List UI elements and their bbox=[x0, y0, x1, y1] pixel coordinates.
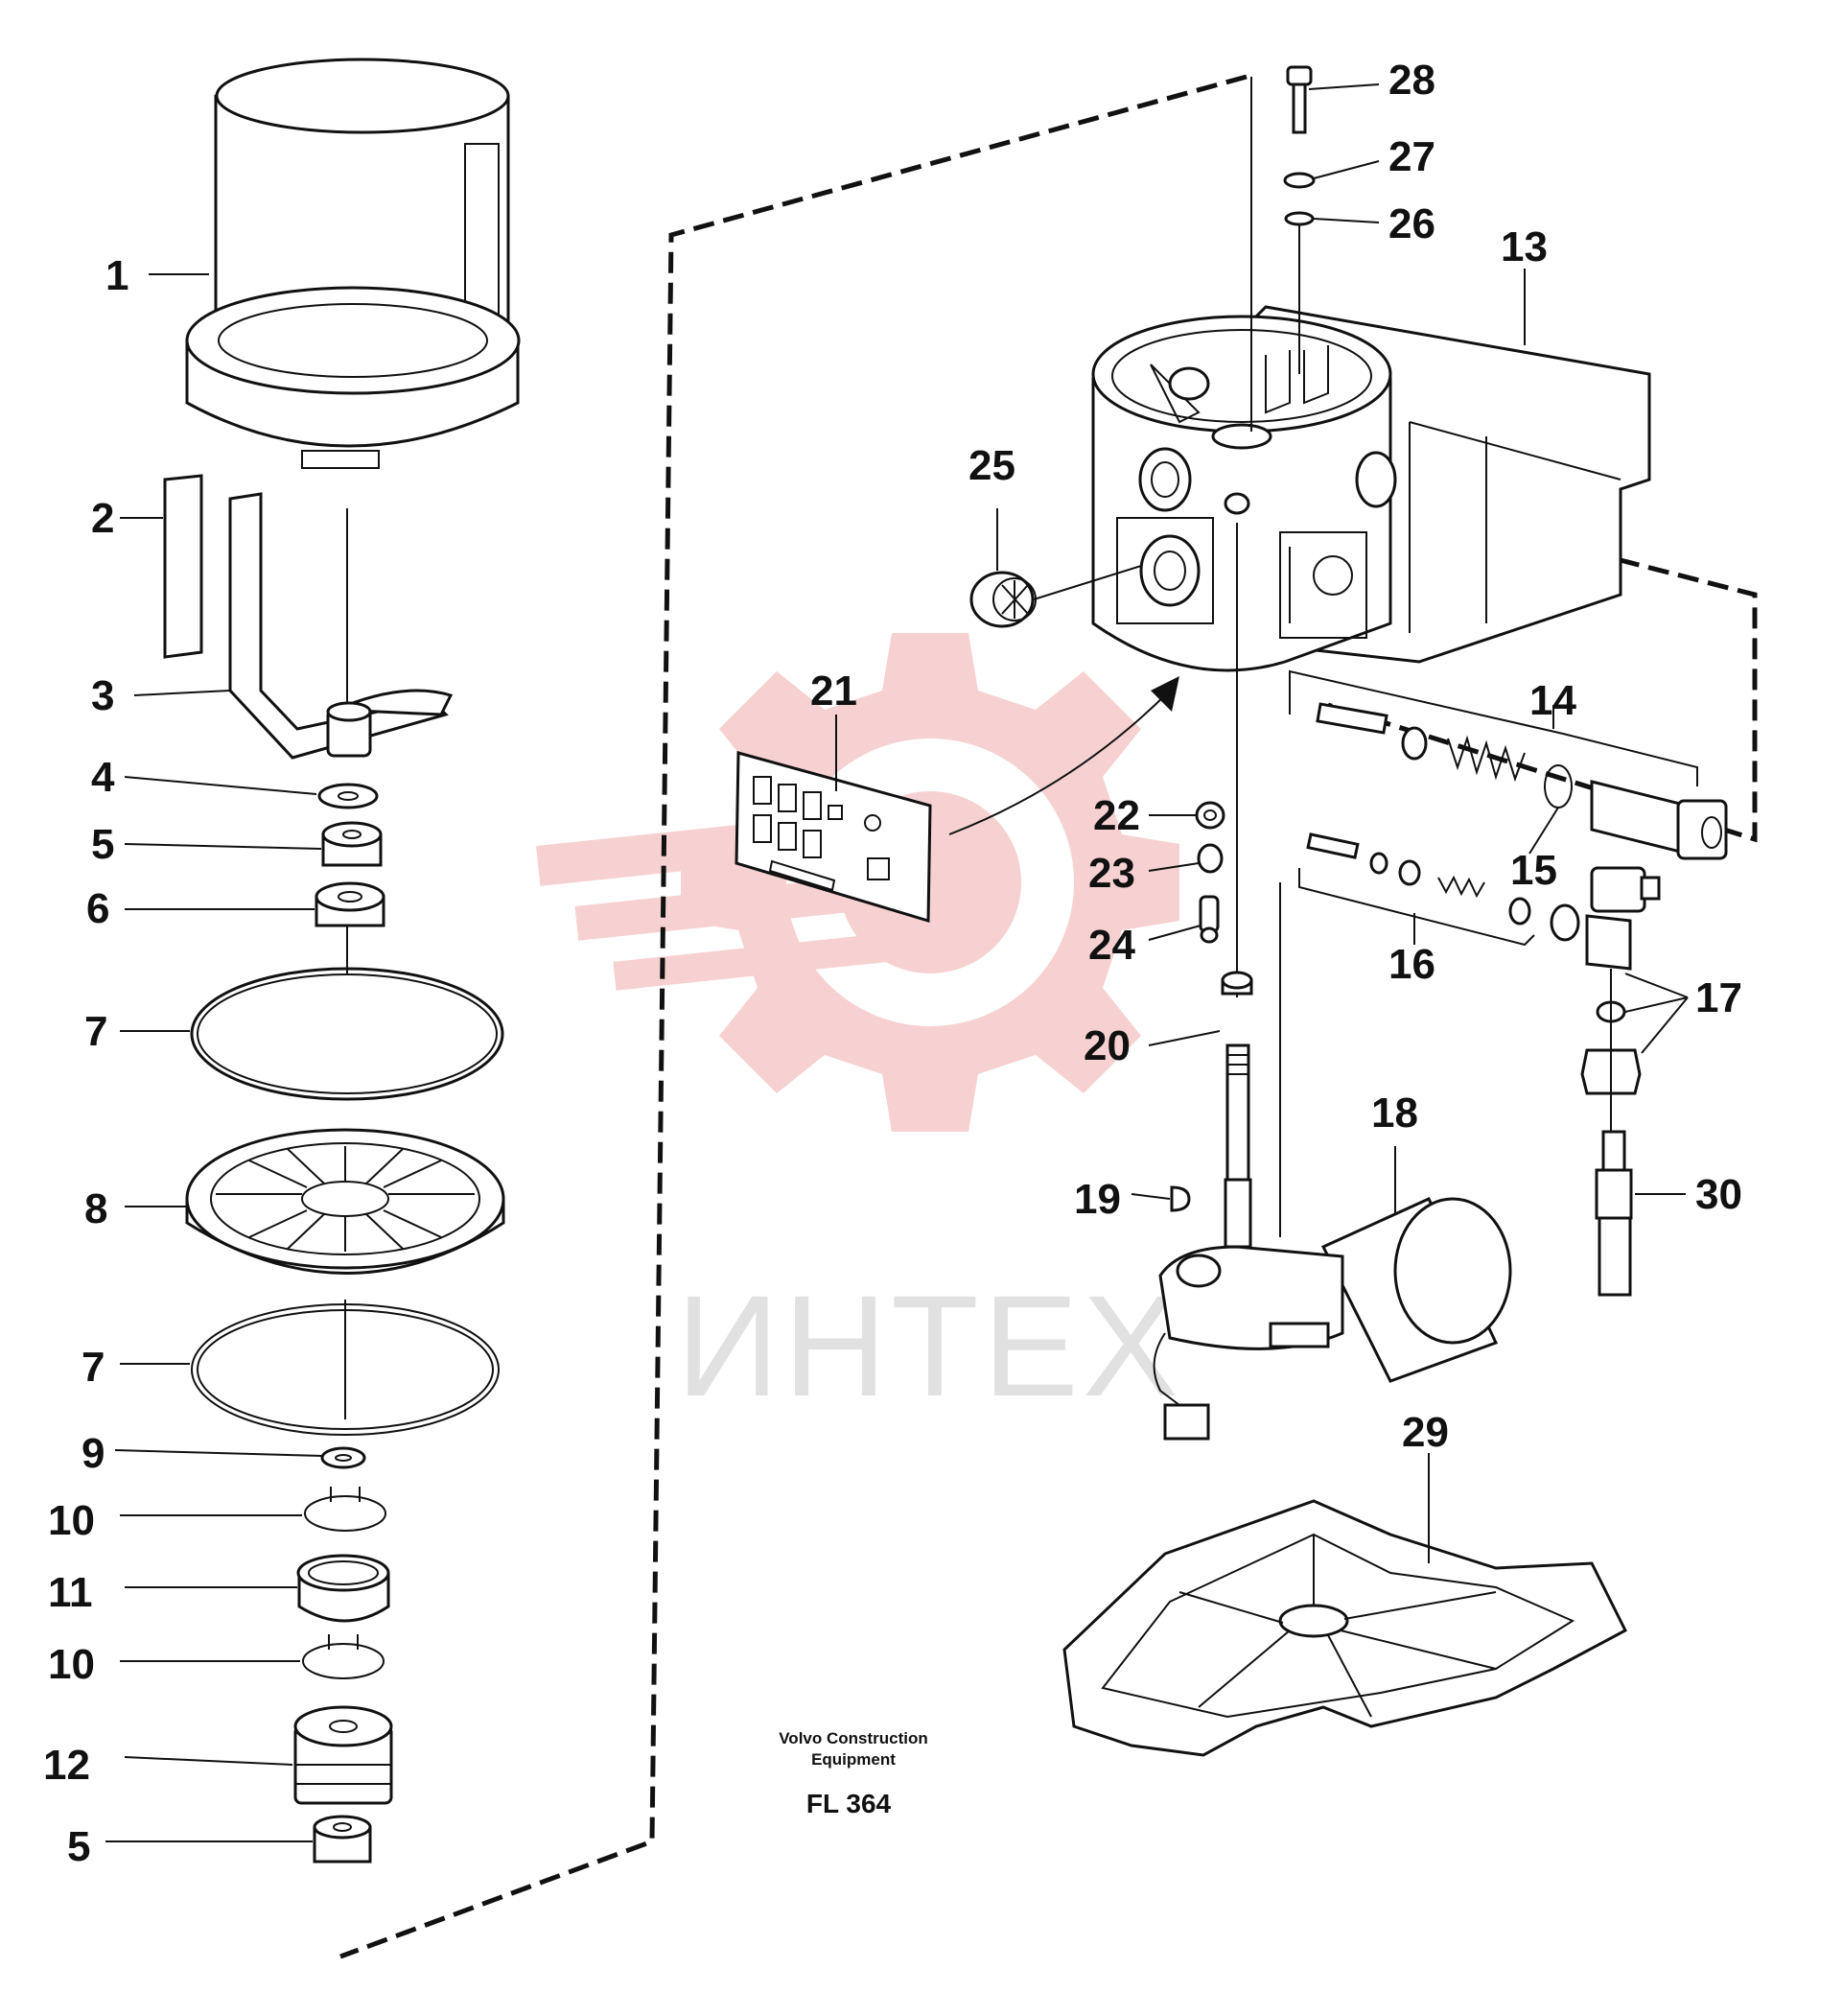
part-29-base-plate bbox=[1062, 1499, 1627, 1757]
leader-19 bbox=[1131, 1193, 1171, 1200]
part-5-bushing-upper bbox=[321, 821, 383, 867]
callout-11: 11 bbox=[48, 1569, 93, 1616]
leader-24 bbox=[1148, 925, 1201, 941]
leader-4 bbox=[124, 776, 317, 795]
part-20-nut bbox=[1221, 971, 1253, 996]
bracket-14 bbox=[1289, 669, 1698, 786]
part-22-seal bbox=[1195, 801, 1225, 830]
callout-13: 13 bbox=[1501, 223, 1548, 270]
part-10-circlip-lower bbox=[302, 1634, 385, 1679]
part-7-o-ring-upper bbox=[190, 967, 504, 1101]
callout-3: 3 bbox=[91, 672, 114, 719]
part-24-valve-body bbox=[1199, 895, 1220, 944]
part-3-stirring-paddle bbox=[228, 492, 454, 760]
callout-22: 22 bbox=[1093, 792, 1140, 839]
bracket-16 bbox=[1298, 868, 1535, 947]
callout-17: 17 bbox=[1695, 974, 1742, 1021]
callout-1: 1 bbox=[105, 252, 128, 299]
part-11-sleeve bbox=[296, 1554, 390, 1623]
plug-axis bbox=[1033, 565, 1142, 600]
part-13-pump-housing bbox=[1091, 305, 1651, 672]
part-28-screw bbox=[1286, 65, 1313, 134]
part-5-bushing-lower bbox=[313, 1815, 372, 1864]
part-4-washer bbox=[317, 783, 379, 809]
callout-28: 28 bbox=[1388, 57, 1435, 104]
part-23-valve-seat bbox=[1197, 843, 1224, 874]
part-25-plug bbox=[969, 571, 1037, 628]
callout-23: 23 bbox=[1088, 850, 1135, 897]
callout-5-lower: 5 bbox=[67, 1823, 90, 1870]
callout-25: 25 bbox=[968, 442, 1015, 489]
company-name-line2: Equipment bbox=[811, 1750, 896, 1769]
leader-27 bbox=[1313, 160, 1380, 179]
callout-29: 29 bbox=[1402, 1409, 1449, 1456]
callout-19: 19 bbox=[1074, 1176, 1121, 1223]
callout-24: 24 bbox=[1088, 922, 1135, 969]
callout-5-upper: 5 bbox=[91, 821, 114, 868]
callout-4: 4 bbox=[91, 754, 115, 801]
part-6-bearing bbox=[315, 881, 385, 927]
callout-6: 6 bbox=[86, 885, 109, 932]
callout-7-lower: 7 bbox=[82, 1344, 105, 1391]
callout-30: 30 bbox=[1695, 1171, 1742, 1218]
leader-12 bbox=[124, 1756, 293, 1766]
leader-23 bbox=[1148, 862, 1200, 872]
assembly-guide-dashed-line bbox=[339, 74, 1248, 1959]
part-14-pressure-relief-valve bbox=[1316, 702, 1728, 860]
part-21-circuit-board bbox=[735, 751, 932, 924]
leader-26 bbox=[1313, 218, 1380, 223]
leader-15 bbox=[1528, 807, 1559, 855]
part-9-washer bbox=[320, 1446, 366, 1469]
arrowhead bbox=[1151, 676, 1179, 712]
part-30-hose-fitting bbox=[1595, 1130, 1633, 1297]
callout-9: 9 bbox=[82, 1430, 105, 1477]
leader-28 bbox=[1308, 83, 1380, 90]
callout-labels: 1 2 3 4 5 6 7 8 7 9 10 11 10 12 5 13 14 … bbox=[43, 57, 1742, 1870]
callout-10-lower: 10 bbox=[48, 1641, 95, 1688]
leader-5a bbox=[124, 843, 322, 850]
callout-15: 15 bbox=[1510, 847, 1557, 894]
callout-21: 21 bbox=[810, 668, 857, 715]
part-2-window-strip bbox=[163, 474, 203, 659]
callout-18: 18 bbox=[1371, 1090, 1418, 1137]
drawing-code: FL 364 bbox=[806, 1789, 892, 1818]
callout-16: 16 bbox=[1388, 941, 1435, 988]
leader-9 bbox=[114, 1449, 323, 1457]
board-to-housing-arrow bbox=[948, 690, 1171, 835]
part-16-check-valve bbox=[1306, 832, 1531, 926]
part-18-motor bbox=[1153, 1043, 1512, 1441]
callout-10-upper: 10 bbox=[48, 1497, 95, 1544]
callout-20: 20 bbox=[1084, 1022, 1131, 1069]
part-12-piston bbox=[293, 1705, 393, 1805]
watermark-text: ИНТЕХ bbox=[676, 1265, 1182, 1426]
callout-12: 12 bbox=[43, 1742, 90, 1789]
part-7-o-ring-lower bbox=[191, 1303, 500, 1436]
leader-17 bbox=[1624, 973, 1689, 1054]
part-1-reservoir bbox=[185, 58, 521, 469]
callout-2: 2 bbox=[91, 495, 114, 542]
part-26-washer bbox=[1284, 211, 1315, 226]
callout-26: 26 bbox=[1388, 200, 1435, 247]
part-10-circlip-upper bbox=[304, 1487, 386, 1532]
part-8-follower-plate bbox=[185, 1128, 505, 1275]
drawing-credits: Volvo Construction Equipment FL 364 bbox=[779, 1729, 928, 1818]
callout-8: 8 bbox=[84, 1185, 107, 1232]
part-19-key bbox=[1170, 1185, 1191, 1212]
leader-3 bbox=[133, 690, 231, 696]
company-name-line1: Volvo Construction bbox=[779, 1729, 928, 1747]
leader-20 bbox=[1148, 1030, 1221, 1046]
callout-7-upper: 7 bbox=[84, 1008, 107, 1055]
callout-27: 27 bbox=[1388, 133, 1435, 180]
callout-14: 14 bbox=[1529, 677, 1576, 724]
part-27-spring-washer bbox=[1283, 172, 1316, 189]
